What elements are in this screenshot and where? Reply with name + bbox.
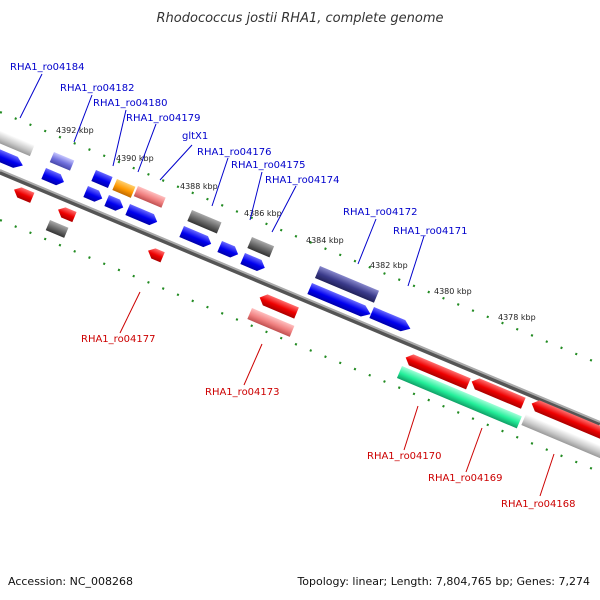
gene-label-ro04182[interactable]: RHA1_ro04182 bbox=[60, 83, 135, 94]
gene-arrow[interactable] bbox=[217, 241, 240, 260]
gene-box[interactable] bbox=[45, 220, 69, 238]
gene-arrow[interactable] bbox=[41, 168, 66, 188]
gene-box[interactable] bbox=[187, 210, 222, 234]
gene-box[interactable] bbox=[314, 266, 379, 303]
scale-tick-label: 4380 kbp bbox=[434, 287, 472, 296]
gene-label-ro04169[interactable]: RHA1_ro04169 bbox=[428, 473, 503, 484]
gene-arrow[interactable] bbox=[104, 195, 125, 213]
gene-box[interactable] bbox=[521, 414, 600, 460]
scale-tick-label: 4386 kbp bbox=[244, 209, 282, 218]
scale-tick-label: 4378 kbp bbox=[498, 313, 536, 322]
scale-ticks: 4392 kbp 4390 kbp 4388 kbp 4386 kbp 4384… bbox=[56, 126, 536, 322]
gene-box[interactable] bbox=[247, 308, 295, 337]
gene-label-ro04168[interactable]: RHA1_ro04168 bbox=[501, 499, 576, 510]
scale-tick-label: 4392 kbp bbox=[56, 126, 94, 135]
gene-arrow[interactable] bbox=[307, 283, 372, 320]
gene-arrow[interactable] bbox=[125, 204, 159, 227]
gene-arrow[interactable] bbox=[529, 398, 600, 441]
gene-box[interactable] bbox=[112, 179, 136, 198]
accession-text: Accession: NC_008268 bbox=[8, 575, 133, 588]
gene-label-ro04174[interactable]: RHA1_ro04174 bbox=[265, 175, 340, 186]
gene-label-ro04179[interactable]: RHA1_ro04179 bbox=[126, 113, 201, 124]
genome-backbone bbox=[0, 169, 600, 427]
gene-arrow[interactable] bbox=[12, 185, 35, 203]
gene-arrow[interactable] bbox=[369, 307, 412, 334]
gene-label-ro04184[interactable]: RHA1_ro04184 bbox=[10, 62, 85, 73]
scale-tick-label: 4388 kbp bbox=[180, 182, 218, 191]
gene-label-ro04172[interactable]: RHA1_ro04172 bbox=[343, 207, 418, 218]
gene-features bbox=[0, 128, 600, 460]
gene-label-ro04170[interactable]: RHA1_ro04170 bbox=[367, 451, 442, 462]
gene-arrow[interactable] bbox=[469, 376, 526, 409]
gene-box[interactable] bbox=[247, 237, 275, 258]
reverse-leader-lines bbox=[119, 291, 555, 497]
scale-tick-label: 4384 kbp bbox=[306, 236, 344, 245]
gene-box[interactable] bbox=[91, 170, 113, 189]
gene-arrow[interactable] bbox=[240, 253, 267, 273]
map-title: Rhodococcus jostii RHA1, complete genome bbox=[157, 11, 444, 26]
gene-label-ro04171[interactable]: RHA1_ro04171 bbox=[393, 226, 468, 237]
gene-arrow[interactable] bbox=[83, 186, 104, 204]
forward-leader-lines bbox=[19, 73, 425, 287]
gene-arrow[interactable] bbox=[179, 226, 213, 249]
scale-tick-label: 4390 kbp bbox=[116, 154, 154, 163]
gene-label-ro04173[interactable]: RHA1_ro04173 bbox=[205, 387, 280, 398]
gene-arrow[interactable] bbox=[257, 292, 299, 319]
reverse-labels: RHA1_ro04177 RHA1_ro04173 RHA1_ro04170 R… bbox=[81, 334, 576, 510]
gene-arrow[interactable] bbox=[403, 352, 471, 390]
gene-label-ro04180[interactable]: RHA1_ro04180 bbox=[93, 98, 168, 109]
gene-label-ro04176[interactable]: RHA1_ro04176 bbox=[197, 147, 272, 158]
scale-tick-label: 4382 kbp bbox=[370, 261, 408, 270]
genome-summary-text: Topology: linear; Length: 7,804,765 bp; … bbox=[296, 575, 590, 588]
gene-box[interactable] bbox=[133, 186, 166, 208]
gene-label-gltx1[interactable]: gltX1 bbox=[182, 131, 208, 142]
gene-arrow[interactable] bbox=[146, 246, 165, 263]
gene-box[interactable] bbox=[0, 128, 35, 157]
gene-arrow[interactable] bbox=[0, 146, 25, 171]
forward-labels: RHA1_ro04184 RHA1_ro04182 RHA1_ro04180 R… bbox=[10, 62, 468, 237]
gene-box[interactable] bbox=[396, 366, 522, 429]
gene-label-ro04175[interactable]: RHA1_ro04175 bbox=[231, 160, 306, 171]
gene-arrow[interactable] bbox=[56, 205, 77, 223]
gene-label-ro04177[interactable]: RHA1_ro04177 bbox=[81, 334, 156, 345]
gene-box[interactable] bbox=[49, 152, 75, 171]
